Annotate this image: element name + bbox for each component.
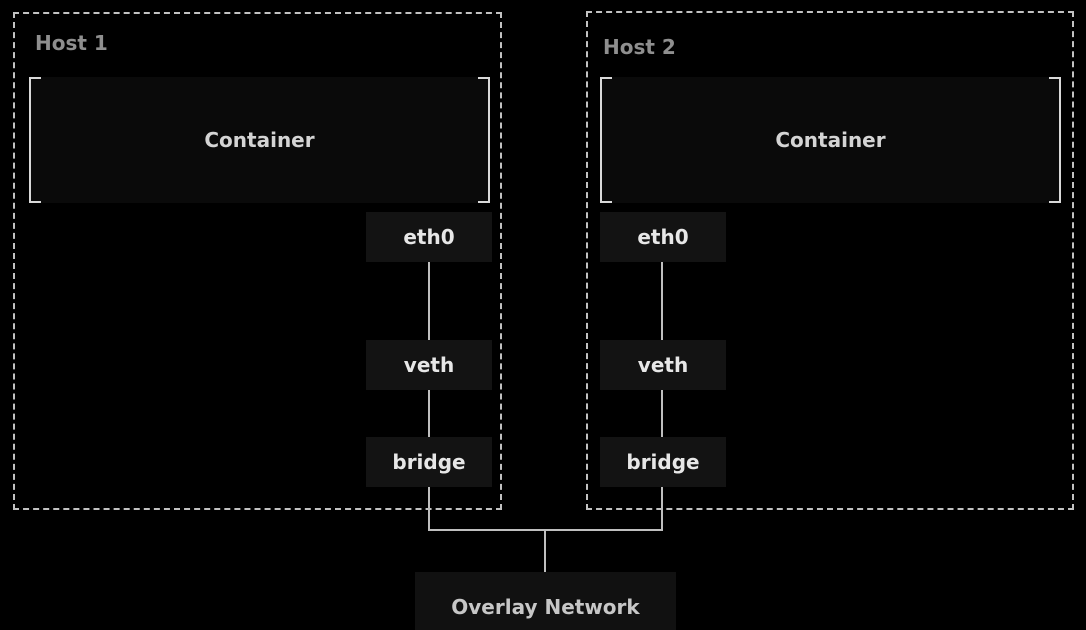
container-left-bracket: [600, 77, 612, 203]
connector-host1-bridge-down: [428, 487, 430, 531]
connector-host1-eth0-veth: [428, 262, 430, 340]
host-1-title: Host 1: [35, 31, 108, 55]
host-1-container-label: Container: [204, 128, 315, 152]
host-2-eth0-node: eth0: [600, 212, 726, 262]
connector-overlay-drop: [544, 531, 546, 573]
host-2-veth-node: veth: [600, 340, 726, 390]
host-2-title: Host 2: [603, 35, 676, 59]
host-1-container-box: Container: [29, 77, 490, 203]
connector-host1-veth-bridge: [428, 390, 430, 437]
container-right-bracket: [478, 77, 490, 203]
host-2-bridge-label: bridge: [626, 450, 700, 474]
overlay-network-label: Overlay Network: [451, 595, 640, 619]
connector-host2-veth-bridge: [661, 390, 663, 437]
host-2-eth0-label: eth0: [637, 225, 689, 249]
container-left-bracket: [29, 77, 41, 203]
host-2-bridge-node: bridge: [600, 437, 726, 487]
host-1-bridge-node: bridge: [366, 437, 492, 487]
host-2-veth-label: veth: [637, 353, 689, 377]
connector-host2-eth0-veth: [661, 262, 663, 340]
host-1-veth-node: veth: [366, 340, 492, 390]
connector-host2-bridge-down: [661, 487, 663, 531]
host-1-eth0-label: eth0: [403, 225, 455, 249]
host-1-eth0-node: eth0: [366, 212, 492, 262]
host-2-container-box: Container: [600, 77, 1061, 203]
host-1-veth-label: veth: [403, 353, 455, 377]
container-right-bracket: [1049, 77, 1061, 203]
overlay-network-box: Overlay Network: [415, 572, 676, 630]
connector-bridges-join: [428, 529, 663, 531]
host-1-bridge-label: bridge: [392, 450, 466, 474]
host-2-container-label: Container: [775, 128, 886, 152]
